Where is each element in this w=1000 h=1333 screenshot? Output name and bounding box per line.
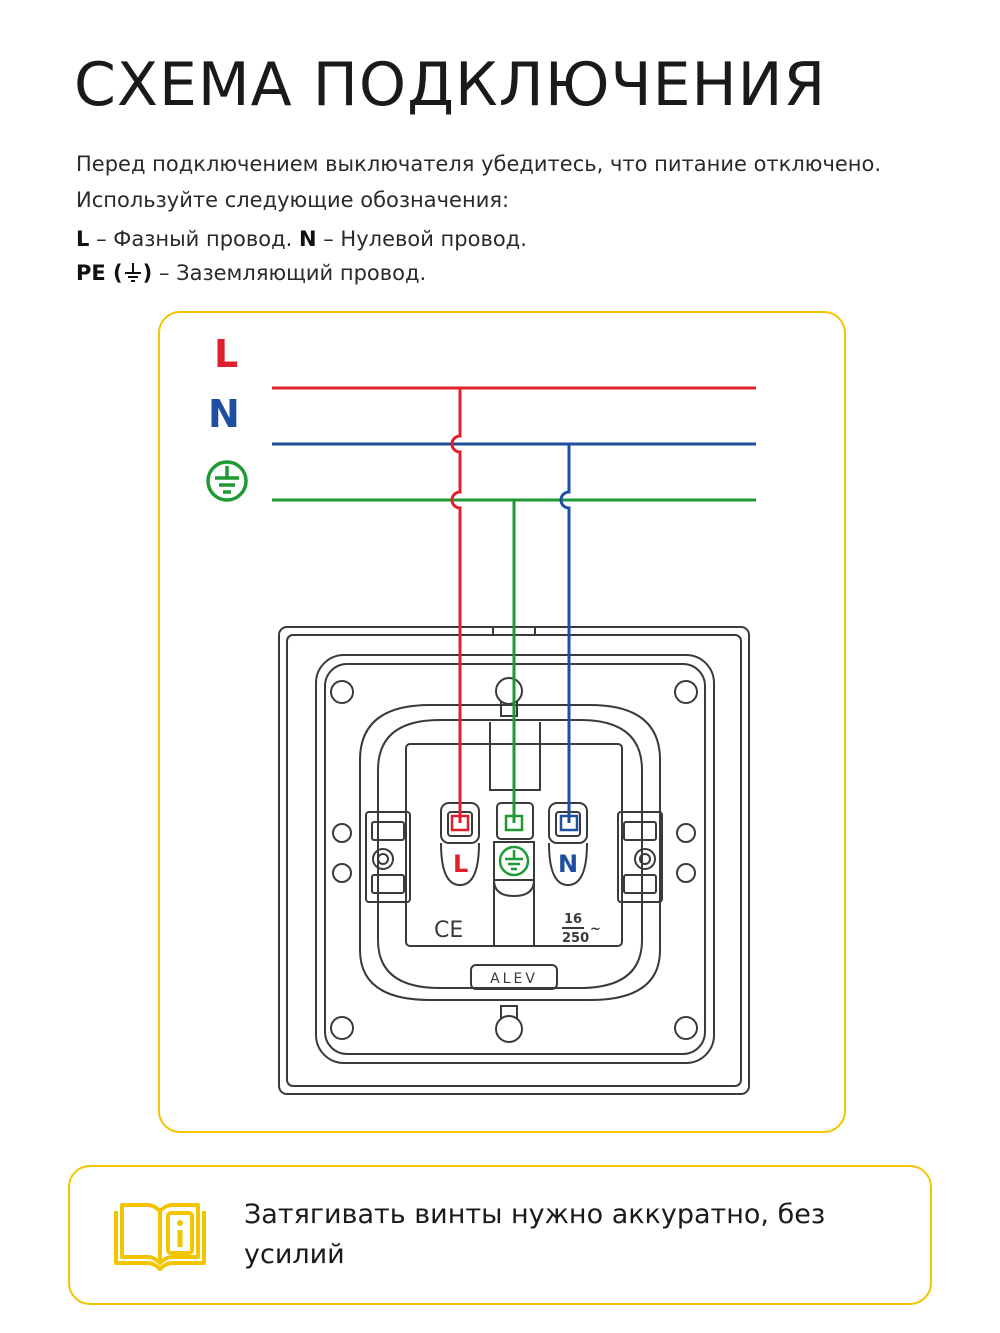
phase-drop-wire: [450, 388, 462, 823]
legend-pe-close: ): [142, 261, 153, 285]
terminal-ground-icon: [498, 845, 530, 877]
legend-n-key: N: [299, 227, 317, 251]
wire-label-ground-icon: [206, 460, 248, 502]
ground-symbol-icon: [124, 263, 141, 282]
wire-label-l: L: [214, 332, 238, 376]
legend-line-2: PE () – Заземляющий провод.: [76, 256, 936, 290]
legend-pe-open: (: [105, 261, 123, 285]
legend-l-text: – Фазный провод.: [89, 227, 299, 251]
info-book-icon: [114, 1203, 206, 1271]
legend-pe-key: PE: [76, 261, 106, 285]
legend-l-key: L: [76, 227, 90, 251]
page-title: СХЕМА ПОДКЛЮЧЕНИЯ: [74, 50, 827, 120]
legend: L – Фазный провод. N – Нулевой провод. P…: [76, 222, 936, 290]
terminal-label-l: L: [453, 850, 468, 878]
wire-label-n: N: [208, 392, 240, 436]
note-box: Затягивать винты нужно аккуратно, без ус…: [68, 1165, 932, 1305]
ce-mark: CE: [434, 918, 463, 943]
note-text: Затягивать винты нужно аккуратно, без ус…: [244, 1199, 826, 1270]
legend-n-text: – Нулевой провод.: [316, 227, 527, 251]
neutral-drop-wire: [559, 444, 571, 823]
rating-current: 16: [564, 912, 582, 927]
diagram-frame: [158, 311, 846, 1133]
rating-ac-symbol: ~: [590, 922, 601, 937]
terminal-label-n: N: [558, 850, 578, 878]
legend-line-1: L – Фазный провод. N – Нулевой провод.: [76, 222, 936, 256]
rating-voltage: 250: [562, 931, 589, 946]
brand-label: ALEV: [490, 971, 538, 987]
legend-pe-text: – Заземляющий провод.: [152, 261, 427, 285]
intro-text: Перед подключением выключателя убедитесь…: [76, 152, 882, 212]
